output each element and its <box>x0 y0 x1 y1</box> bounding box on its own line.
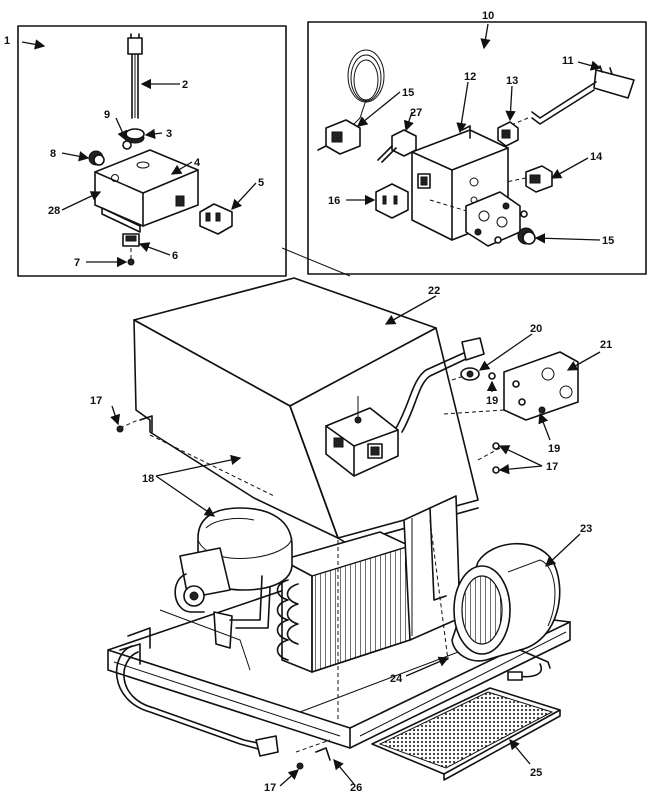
callout-13: 13 <box>506 75 518 87</box>
part-4-junction-box <box>94 149 199 233</box>
capillary-coil <box>347 49 385 127</box>
callout-5: 5 <box>258 177 264 189</box>
leaders-right-inset <box>346 23 602 244</box>
callout-4: 4 <box>194 157 201 169</box>
callout-1: 1 <box>4 35 10 47</box>
callout-11: 11 <box>562 55 574 67</box>
part-21-bracket <box>443 351 579 421</box>
callout-25: 25 <box>530 767 542 779</box>
callout-2: 2 <box>182 79 188 91</box>
inset-box-left <box>17 25 287 277</box>
callout-18: 18 <box>142 473 154 485</box>
callout-12: 12 <box>464 71 476 83</box>
callout-9: 9 <box>104 109 110 121</box>
callout-15b: 15 <box>602 235 614 247</box>
part-11-power-cord <box>503 65 635 129</box>
part-7-screw <box>127 248 135 266</box>
callout-28: 28 <box>48 205 60 217</box>
callout-24: 24 <box>390 673 403 685</box>
callout-14: 14 <box>590 151 603 163</box>
part-6-clamp <box>122 233 140 247</box>
callout-17a: 17 <box>90 395 102 407</box>
callout-20: 20 <box>530 323 542 335</box>
part-25-filter <box>371 687 561 781</box>
part-14-plug <box>505 165 553 193</box>
callout-19a: 19 <box>486 395 498 407</box>
callout-8: 8 <box>50 148 56 160</box>
leaders-left-inset <box>21 39 257 268</box>
callout-21: 21 <box>600 339 612 351</box>
condenser-coil <box>276 531 411 673</box>
leaders-main <box>110 295 601 787</box>
part-20-cord <box>395 337 496 433</box>
part-15-knob <box>517 227 536 245</box>
callout-10: 10 <box>482 10 494 22</box>
callout-23: 23 <box>580 523 592 535</box>
part-9-screw <box>122 140 132 150</box>
callout-16: 16 <box>328 195 340 207</box>
control-panel <box>325 396 399 477</box>
part-22-cabinet-cover <box>133 277 479 545</box>
alignment-lines <box>119 247 501 753</box>
callout-26: 26 <box>350 782 362 794</box>
callout-17b: 17 <box>546 461 558 473</box>
part-23-blower <box>451 542 561 681</box>
callout-labels: 1 2 3 4 5 6 7 8 9 10 11 12 13 14 15 15 1… <box>4 10 614 794</box>
faceplate <box>465 191 528 247</box>
callout-27: 27 <box>410 107 422 119</box>
part-2-wire-harness <box>127 33 143 119</box>
part-26-cord <box>115 645 331 761</box>
part-15-thermostat <box>317 119 361 155</box>
callout-7: 7 <box>74 257 80 269</box>
callout-17c: 17 <box>264 782 276 794</box>
callout-15a: 15 <box>402 87 414 99</box>
callout-22: 22 <box>428 285 440 297</box>
part-5-receptacle <box>199 203 233 235</box>
part-13-connector <box>497 121 519 147</box>
callout-6: 6 <box>172 250 178 262</box>
side-panel <box>403 495 461 641</box>
part-8-knob <box>88 150 105 166</box>
inset-box-right <box>307 21 647 275</box>
part-27-switch <box>377 129 417 163</box>
callout-3: 3 <box>166 128 172 140</box>
part-18-compressor <box>159 507 293 671</box>
part-16-receptacle <box>375 183 409 219</box>
callout-19b: 19 <box>548 443 560 455</box>
